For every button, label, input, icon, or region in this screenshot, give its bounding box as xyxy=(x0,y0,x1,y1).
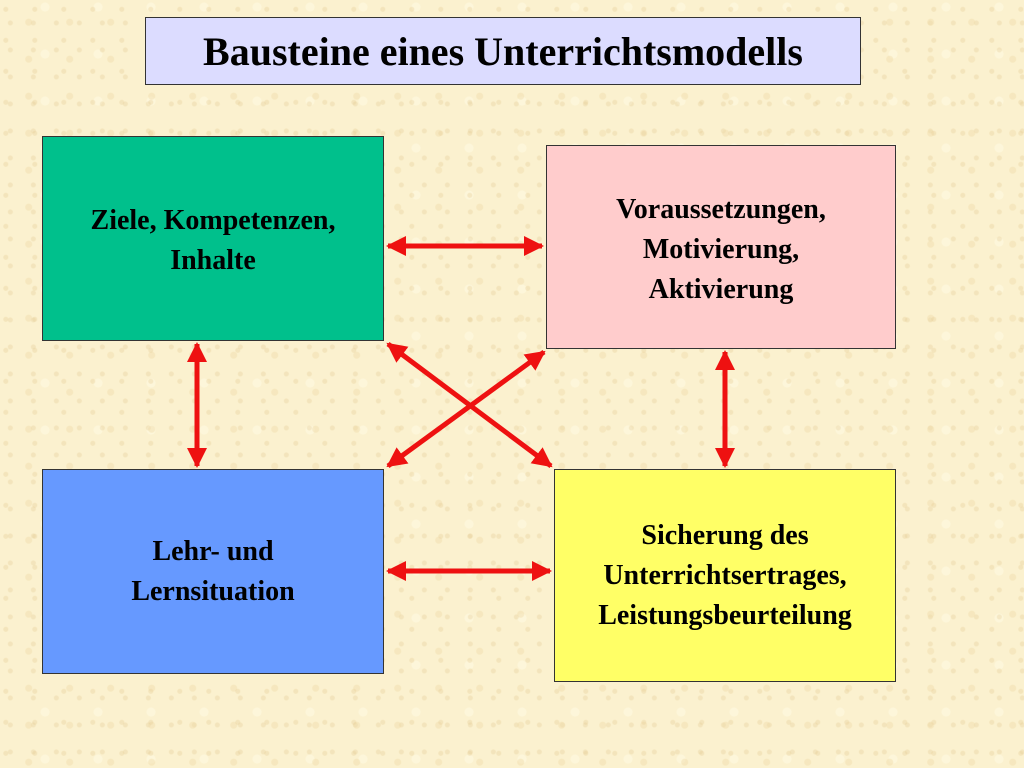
node-text-line: Leistungsbeurteilung xyxy=(598,599,852,631)
node-text-line: Lehr- und xyxy=(152,535,274,567)
diagram-title: Bausteine eines Unterrichtsmodells xyxy=(145,17,861,85)
node-text-line: Sicherung des xyxy=(641,519,809,551)
arrow-prerequisites-learning-situation xyxy=(386,349,546,469)
node-assurance-assessment: Sicherung des Unterrichtsertrages, Leist… xyxy=(554,469,896,682)
node-teaching-learning-situation: Lehr- und Lernsituation xyxy=(42,469,384,674)
node-text-line: Motivierung, xyxy=(642,234,800,265)
node-text-line: Aktivierung xyxy=(648,274,794,305)
node-text-line: Ziele, Kompetenzen, xyxy=(90,205,336,236)
node-text-line: Unterrichtsertrages, xyxy=(603,559,847,591)
node-text-line: Lernsituation xyxy=(131,575,295,607)
node-text-line: Inhalte xyxy=(170,245,256,276)
node-text-line: Voraussetzungen, xyxy=(616,194,826,225)
node-prerequisites-motivation: Voraussetzungen, Motivierung, Aktivierun… xyxy=(546,145,896,349)
node-goals-competencies-content: Ziele, Kompetenzen, Inhalte xyxy=(42,136,384,341)
